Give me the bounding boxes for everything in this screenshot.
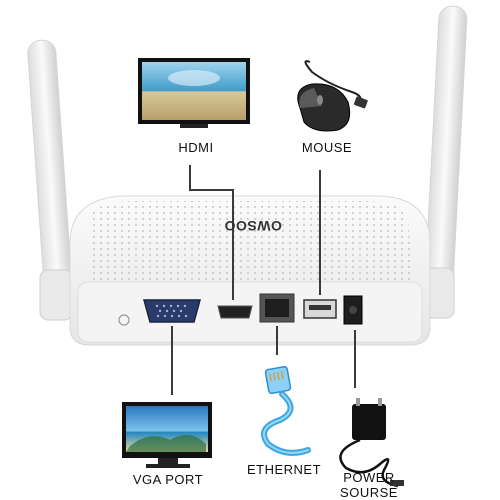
brand-logo: OWSOO — [224, 218, 282, 234]
connector-lines — [171, 165, 356, 395]
vga-port-icon — [143, 299, 201, 323]
ethernet-cable-icon — [261, 365, 311, 456]
ethernet-label: ETHERNET — [246, 462, 322, 477]
power-adapter-icon — [339, 398, 404, 488]
nvr-device — [69, 195, 431, 346]
power-button-icon — [118, 314, 130, 326]
hdmi-label: HDMI — [178, 140, 214, 155]
mouse-label: MOUSE — [301, 140, 353, 155]
power-source-label-line2: SOURSE — [340, 485, 398, 500]
vga-monitor-icon — [122, 402, 212, 468]
mouse-icon — [297, 60, 368, 132]
hdmi-tv-icon — [138, 58, 250, 128]
vga-port-label: VGA PORT — [132, 472, 204, 487]
hdmi-port-icon — [217, 305, 253, 319]
ethernet-port-icon — [259, 293, 295, 323]
power-port-icon — [343, 295, 363, 325]
usb-port-icon — [303, 299, 337, 319]
power-source-label-line1: POWER — [343, 470, 395, 485]
left-antenna — [27, 39, 73, 321]
